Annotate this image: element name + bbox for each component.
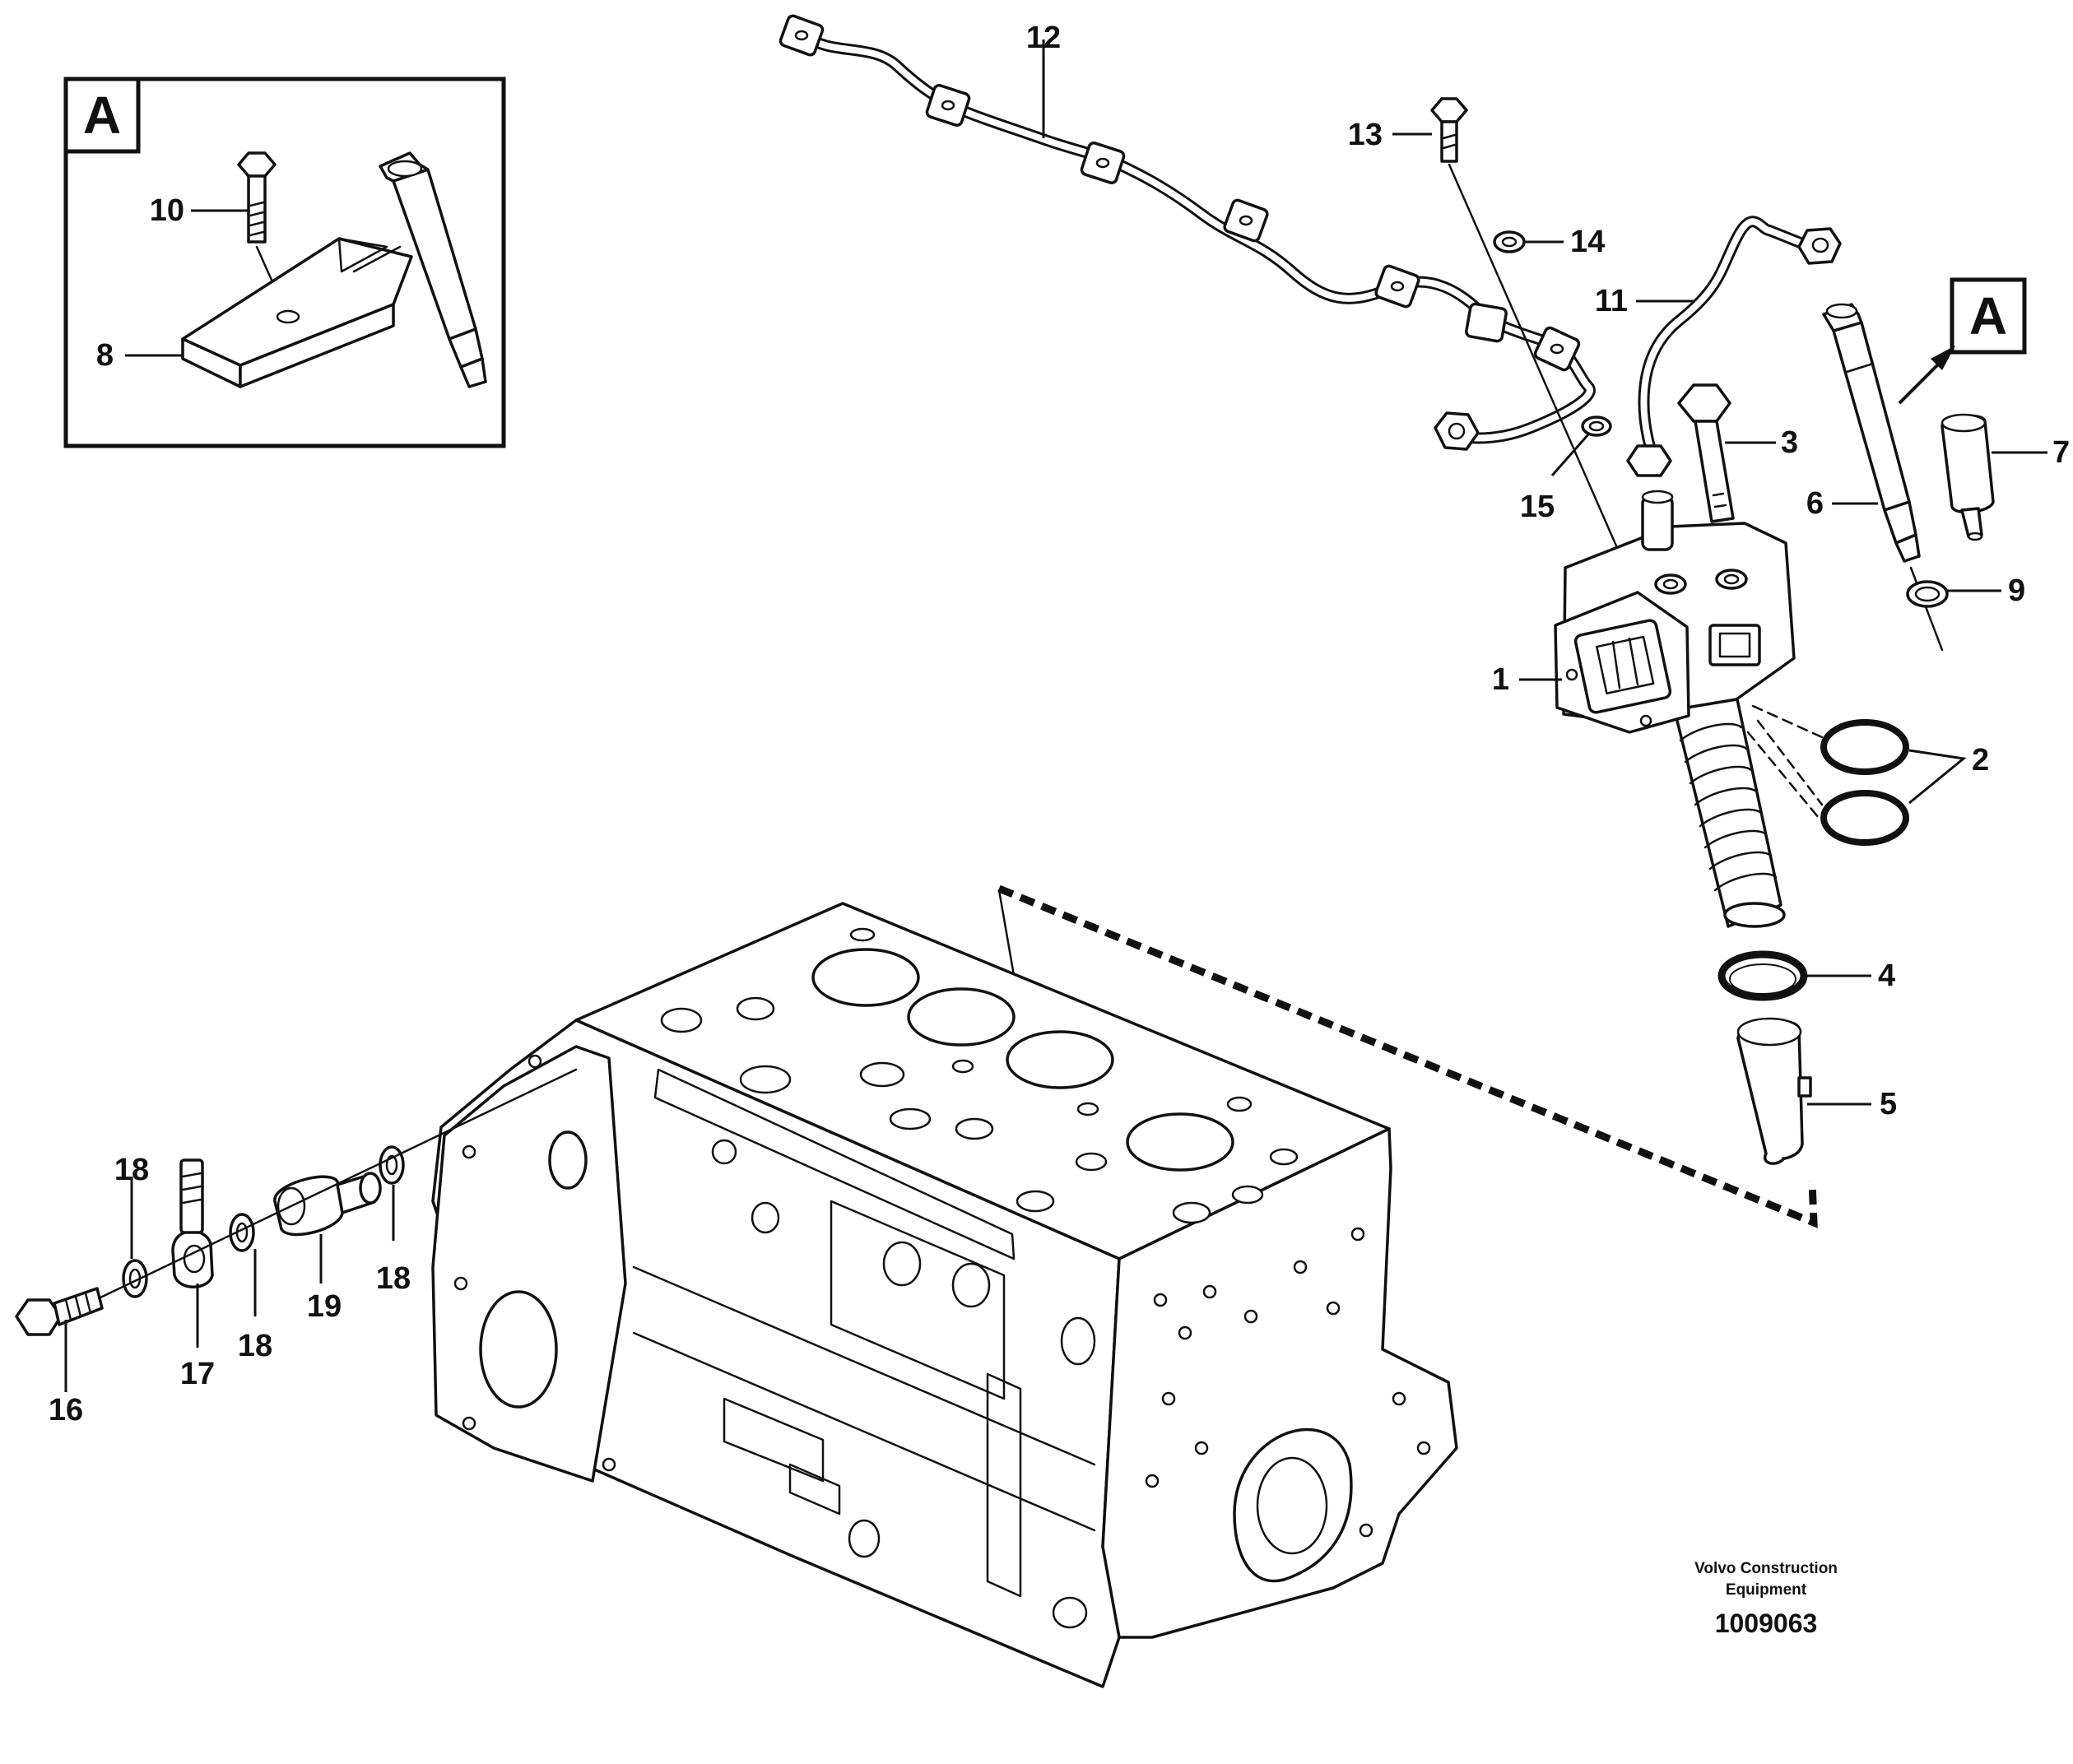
- banjo-bolt-16-drawing: [15, 1287, 104, 1336]
- washer-14-drawing: [1493, 230, 1526, 253]
- bolt-13-drawing: [1430, 97, 1631, 578]
- callout-5: 5: [1880, 1087, 1897, 1121]
- callout-14: 14: [1570, 225, 1605, 259]
- sleeve-5-drawing: [1736, 1017, 1812, 1165]
- washer-18-left-drawing: [122, 1259, 148, 1298]
- callout-12: 12: [1026, 21, 1061, 55]
- callout-6: 6: [1806, 486, 1824, 521]
- callout-13: 13: [1348, 118, 1383, 152]
- detail-box-letter: A: [83, 86, 121, 145]
- credit-block: Volvo Construction Equipment 1009063: [1694, 1560, 1838, 1638]
- callout-18c: 18: [376, 1261, 411, 1296]
- injection-pipe-11-drawing: [1626, 216, 1842, 477]
- washer-9-drawing: [1906, 580, 1949, 608]
- detail-box-letter-frame: [63, 77, 141, 154]
- callout-3: 3: [1781, 425, 1798, 460]
- block-side-holes: [453, 1054, 1431, 1538]
- location-dashed-line: [997, 884, 1818, 1228]
- washer-18-middle-drawing: [229, 1213, 255, 1252]
- valve-19-drawing: [273, 1172, 382, 1237]
- credit-line-1: Volvo Construction: [1694, 1560, 1838, 1577]
- bolt-10-drawing: [237, 151, 290, 318]
- clamp-8-drawing: [181, 237, 413, 388]
- credit-line-2: Equipment: [1726, 1581, 1807, 1599]
- callout-9: 9: [2008, 573, 2025, 608]
- callout-10: 10: [150, 193, 184, 228]
- callout-15: 15: [1520, 490, 1555, 524]
- callout-19: 19: [307, 1289, 342, 1324]
- unit-pump-1-drawing: [1554, 490, 1796, 928]
- injector-6-drawing: [1822, 303, 1944, 652]
- callout-4: 4: [1878, 959, 1895, 993]
- detail-box-a: A 10 8: [63, 77, 506, 448]
- figure-number: 1009063: [1715, 1608, 1818, 1638]
- injector-nozzle-detail-drawing: [352, 151, 487, 388]
- banjo-fitting-17-drawing: [171, 1158, 214, 1288]
- callout-18a: 18: [114, 1153, 149, 1187]
- engine-block-drawing: [431, 902, 1458, 1688]
- callout-2: 2: [1972, 743, 1989, 778]
- sleeve-7-drawing: [1941, 413, 1995, 541]
- washer-18-right-drawing: [379, 1145, 405, 1185]
- banjo-assembly-axis: [97, 1068, 578, 1300]
- bolt-3-drawing: [1677, 383, 1735, 523]
- callout-8: 8: [96, 338, 114, 373]
- callout-16: 16: [49, 1393, 83, 1427]
- o-rings-2-drawing: [1746, 704, 1909, 846]
- callout-18b: 18: [238, 1329, 272, 1363]
- view-marker-letter: A: [1969, 286, 2007, 346]
- fuel-delivery-pipe-12-drawing: 12: [779, 14, 1596, 451]
- callout-17: 17: [180, 1357, 215, 1391]
- seal-ring-4-drawing: [1717, 950, 1808, 1001]
- washer-15-drawing: [1581, 415, 1612, 437]
- leader-15: [1550, 434, 1590, 476]
- callout-7: 7: [2052, 435, 2070, 470]
- callout-11: 11: [1595, 284, 1628, 318]
- view-marker-a: A: [1898, 277, 2027, 405]
- leader-2: [1908, 749, 1967, 805]
- callout-1: 1: [1492, 662, 1509, 697]
